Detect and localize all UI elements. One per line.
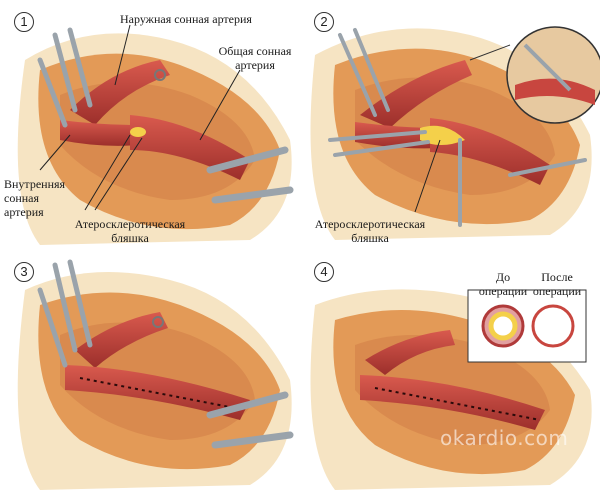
label-after-line1: После bbox=[541, 270, 573, 284]
panel-4: 4 До операции После операции okardio.com bbox=[300, 250, 600, 500]
panel-3: 3 bbox=[0, 250, 300, 500]
label-common-carotid-line1: Общая сонная bbox=[218, 44, 292, 58]
common-carotid-artery bbox=[430, 118, 550, 185]
panel-2-drawing bbox=[310, 26, 600, 241]
external-carotid-artery bbox=[70, 60, 170, 125]
label-plaque-line2: бляшка bbox=[111, 231, 149, 245]
retractors-left bbox=[37, 259, 93, 368]
step-number: 2 bbox=[314, 12, 334, 32]
plaque-removed bbox=[420, 125, 465, 145]
external-carotid-artery bbox=[365, 330, 455, 375]
leader-lines bbox=[414, 139, 441, 213]
label-common-carotid-line2: артерия bbox=[235, 58, 275, 72]
retractors-left bbox=[37, 27, 93, 128]
label-internal-carotid-line1: Внутренняя bbox=[4, 177, 66, 191]
label-plaque-line2: бляшка bbox=[351, 231, 389, 245]
panel-1: 1 Наружная сонная артерия Общая сонная а… bbox=[0, 0, 300, 250]
label-after-line2: операции bbox=[532, 284, 582, 298]
inset-leader bbox=[469, 44, 511, 61]
label-internal-carotid-line3: артерия bbox=[4, 205, 44, 219]
plaque-mark bbox=[130, 127, 146, 137]
panel-1-drawing bbox=[17, 24, 294, 246]
before-plaque-ring bbox=[488, 311, 518, 341]
ligature-clip bbox=[154, 69, 166, 81]
external-carotid-artery bbox=[75, 312, 168, 368]
label-plaque-line1: Атеросклеротическая bbox=[74, 217, 186, 231]
retractors-right bbox=[206, 146, 294, 204]
label-plaque-line1: Атеросклеротическая bbox=[314, 217, 426, 231]
step-number: 3 bbox=[14, 262, 34, 282]
internal-carotid-artery bbox=[60, 120, 140, 146]
suture-line bbox=[374, 387, 541, 421]
label-before-line2: операции bbox=[478, 284, 528, 298]
inset-artery bbox=[515, 78, 595, 105]
label-before-line1: До bbox=[495, 270, 511, 284]
surgical-instruments bbox=[328, 28, 587, 227]
panel-3-drawing bbox=[17, 259, 294, 490]
step-number: 1 bbox=[14, 12, 34, 32]
panel-2: 2 Атеросклеротическая бляшка bbox=[300, 0, 600, 250]
after-surgery-cross-section bbox=[531, 304, 575, 348]
label-external-carotid: Наружная сонная артерия bbox=[120, 12, 252, 26]
panel-4-drawing bbox=[310, 289, 592, 490]
suture-line bbox=[79, 377, 246, 411]
retractors-right bbox=[206, 391, 294, 449]
leader-lines bbox=[39, 24, 241, 211]
label-internal-carotid-line2: сонная bbox=[4, 191, 40, 205]
inset-instrument bbox=[523, 43, 572, 92]
step-number: 4 bbox=[314, 262, 334, 282]
ligature-clip bbox=[152, 316, 164, 328]
watermark: okardio.com bbox=[440, 426, 569, 450]
